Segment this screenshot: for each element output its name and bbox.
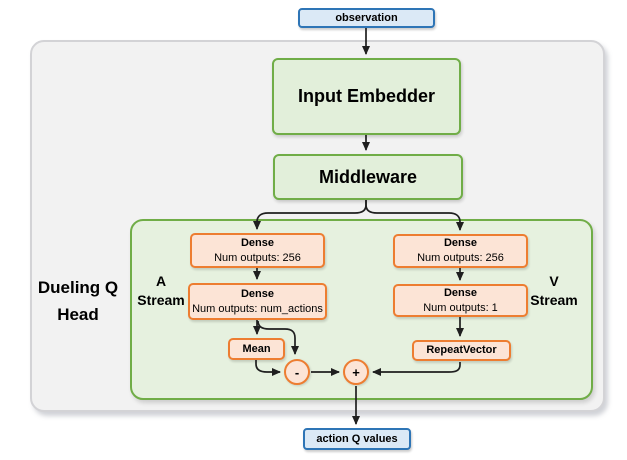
dueling-q-head-label: Dueling Q Head xyxy=(37,278,119,324)
dense-a2-node: Dense Num outputs: num_actions xyxy=(188,283,327,320)
dense-v1-node: Dense Num outputs: 256 xyxy=(393,234,528,268)
dense-v2-outputs: Num outputs: 1 xyxy=(423,301,498,314)
dense-v1-title: Dense xyxy=(443,237,478,249)
middleware-node: Middleware xyxy=(273,154,463,200)
v-stream-label: V Stream xyxy=(530,273,578,308)
mean-node: Mean xyxy=(228,338,285,360)
action-q-values-node: action Q values xyxy=(303,428,411,450)
action-q-values-label: action Q values xyxy=(316,433,398,445)
input-embedder-label: Input Embedder xyxy=(297,86,435,106)
dense-a2-outputs: Num outputs: num_actions xyxy=(192,302,323,315)
mean-label: Mean xyxy=(242,342,271,355)
subtract-op-label: - xyxy=(294,364,300,380)
observation-label: observation xyxy=(335,12,398,24)
dense-a1-outputs: Num outputs: 256 xyxy=(214,251,301,264)
observation-node: observation xyxy=(298,8,435,28)
dense-v1-outputs: Num outputs: 256 xyxy=(417,252,504,264)
add-op-node: + xyxy=(343,359,369,385)
dense-a1-node: Dense Num outputs: 256 xyxy=(190,233,325,268)
dense-v2-title: Dense xyxy=(443,286,478,299)
input-embedder-node: Input Embedder xyxy=(272,58,461,135)
a-stream-label: A Stream xyxy=(137,273,185,308)
repeat-vector-label: RepeatVector xyxy=(426,344,497,356)
dense-a2-title: Dense xyxy=(240,287,275,300)
add-op-label: + xyxy=(352,364,360,380)
middleware-label: Middleware xyxy=(318,166,418,187)
dense-v2-node: Dense Num outputs: 1 xyxy=(393,284,528,317)
repeat-vector-node: RepeatVector xyxy=(412,340,511,361)
dense-a1-title: Dense xyxy=(240,236,275,249)
subtract-op-node: - xyxy=(284,359,310,385)
